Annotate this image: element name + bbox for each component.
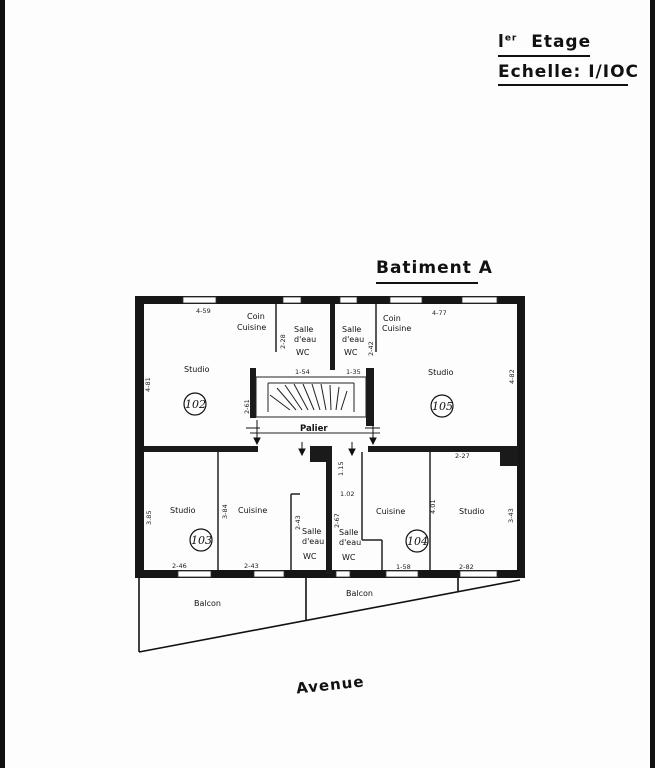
- room-label-deau-105: d'eau: [342, 335, 364, 344]
- room-label-deau-104: d'eau: [339, 538, 361, 547]
- dim-1-02: 1.02: [340, 490, 354, 498]
- apartment-number-105: 105: [432, 400, 453, 413]
- room-label-wc-103: WC: [303, 552, 317, 561]
- room-label-cuisine-105: Cuisine: [382, 324, 411, 333]
- room-label-deau-103: d'eau: [302, 537, 324, 546]
- dim-4-82: 4-82: [508, 369, 516, 384]
- dim-3-84: 3-84: [221, 504, 229, 519]
- room-label-coin-105: Coin: [383, 314, 401, 323]
- scale-underline: [498, 84, 628, 86]
- room-label-studio-102: Studio: [184, 365, 210, 374]
- apartment-number-103: 103: [191, 534, 212, 547]
- building-title-underline: [376, 282, 478, 284]
- room-label-studio-103: Studio: [170, 506, 196, 515]
- windows: [177, 296, 498, 578]
- dim-2-46: 2-46: [172, 562, 187, 570]
- dim-3-85: 3.85: [145, 511, 153, 525]
- staircase: [255, 376, 367, 418]
- dim-4-01: 4.01: [429, 500, 437, 514]
- room-label-wc-102: WC: [296, 348, 310, 357]
- dim-2-82: 2-82: [459, 563, 474, 571]
- apartment-number-104: 104: [407, 535, 428, 548]
- dim-1-58: 1-58: [396, 563, 411, 571]
- dim-1-15: 1.15: [337, 462, 345, 476]
- dim-2-43-vertical: 2-43: [294, 515, 302, 530]
- scan-edge-right: [650, 0, 655, 768]
- dim-4-81: 4-81: [144, 377, 152, 392]
- floor-title: ler Etage: [498, 32, 592, 52]
- room-label-salle-105: Salle: [342, 325, 361, 334]
- dim-1-54: 1-54: [295, 368, 310, 376]
- dim-2-61: 2-61: [243, 399, 251, 414]
- dim-1-35: 1-35: [346, 368, 361, 376]
- room-label-wc-104: WC: [342, 553, 356, 562]
- dim-4-59: 4-59: [196, 307, 211, 315]
- scan-edge-left: [0, 0, 5, 768]
- room-label-coin-102: Coin: [247, 312, 265, 321]
- apartment-number-102: 102: [185, 398, 206, 411]
- room-label-cuisine-102: Cuisine: [237, 323, 266, 332]
- room-label-wc-105: WC: [344, 348, 358, 357]
- floor-title-underline: [498, 55, 590, 57]
- dim-2-28: 2-28: [279, 334, 287, 349]
- room-label-studio-105: Studio: [428, 368, 454, 377]
- room-label-studio-104: Studio: [459, 507, 485, 516]
- dim-2-67: 2-67: [333, 513, 341, 528]
- dim-2-43: 2-43: [244, 562, 259, 570]
- dim-3-43: 3-43: [507, 508, 515, 523]
- room-label-balcon-left: Balcon: [194, 599, 221, 608]
- room-label-deau-102: d'eau: [294, 335, 316, 344]
- room-label-salle-102: Salle: [294, 325, 313, 334]
- apartment-markers: [183, 392, 454, 553]
- partition-lines: [217, 304, 431, 570]
- balcony-outline: [138, 578, 521, 653]
- room-label-salle-103: Salle: [302, 527, 321, 536]
- room-label-balcon-right: Balcon: [346, 589, 373, 598]
- dim-2-27: 2-27: [455, 452, 470, 460]
- door-arrows: [246, 420, 380, 457]
- scale-label: Echelle: I/IOC: [498, 62, 640, 82]
- dim-2-42: 2-42: [367, 341, 375, 356]
- building-title: Batiment A: [376, 258, 493, 278]
- room-label-palier: Palier: [300, 424, 328, 434]
- dim-4-77: 4-77: [432, 309, 447, 317]
- room-label-salle-104: Salle: [339, 528, 358, 537]
- room-label-cuisine-104: Cuisine: [376, 507, 405, 516]
- room-label-cuisine-103: Cuisine: [238, 506, 267, 515]
- interior-walls: [143, 304, 518, 574]
